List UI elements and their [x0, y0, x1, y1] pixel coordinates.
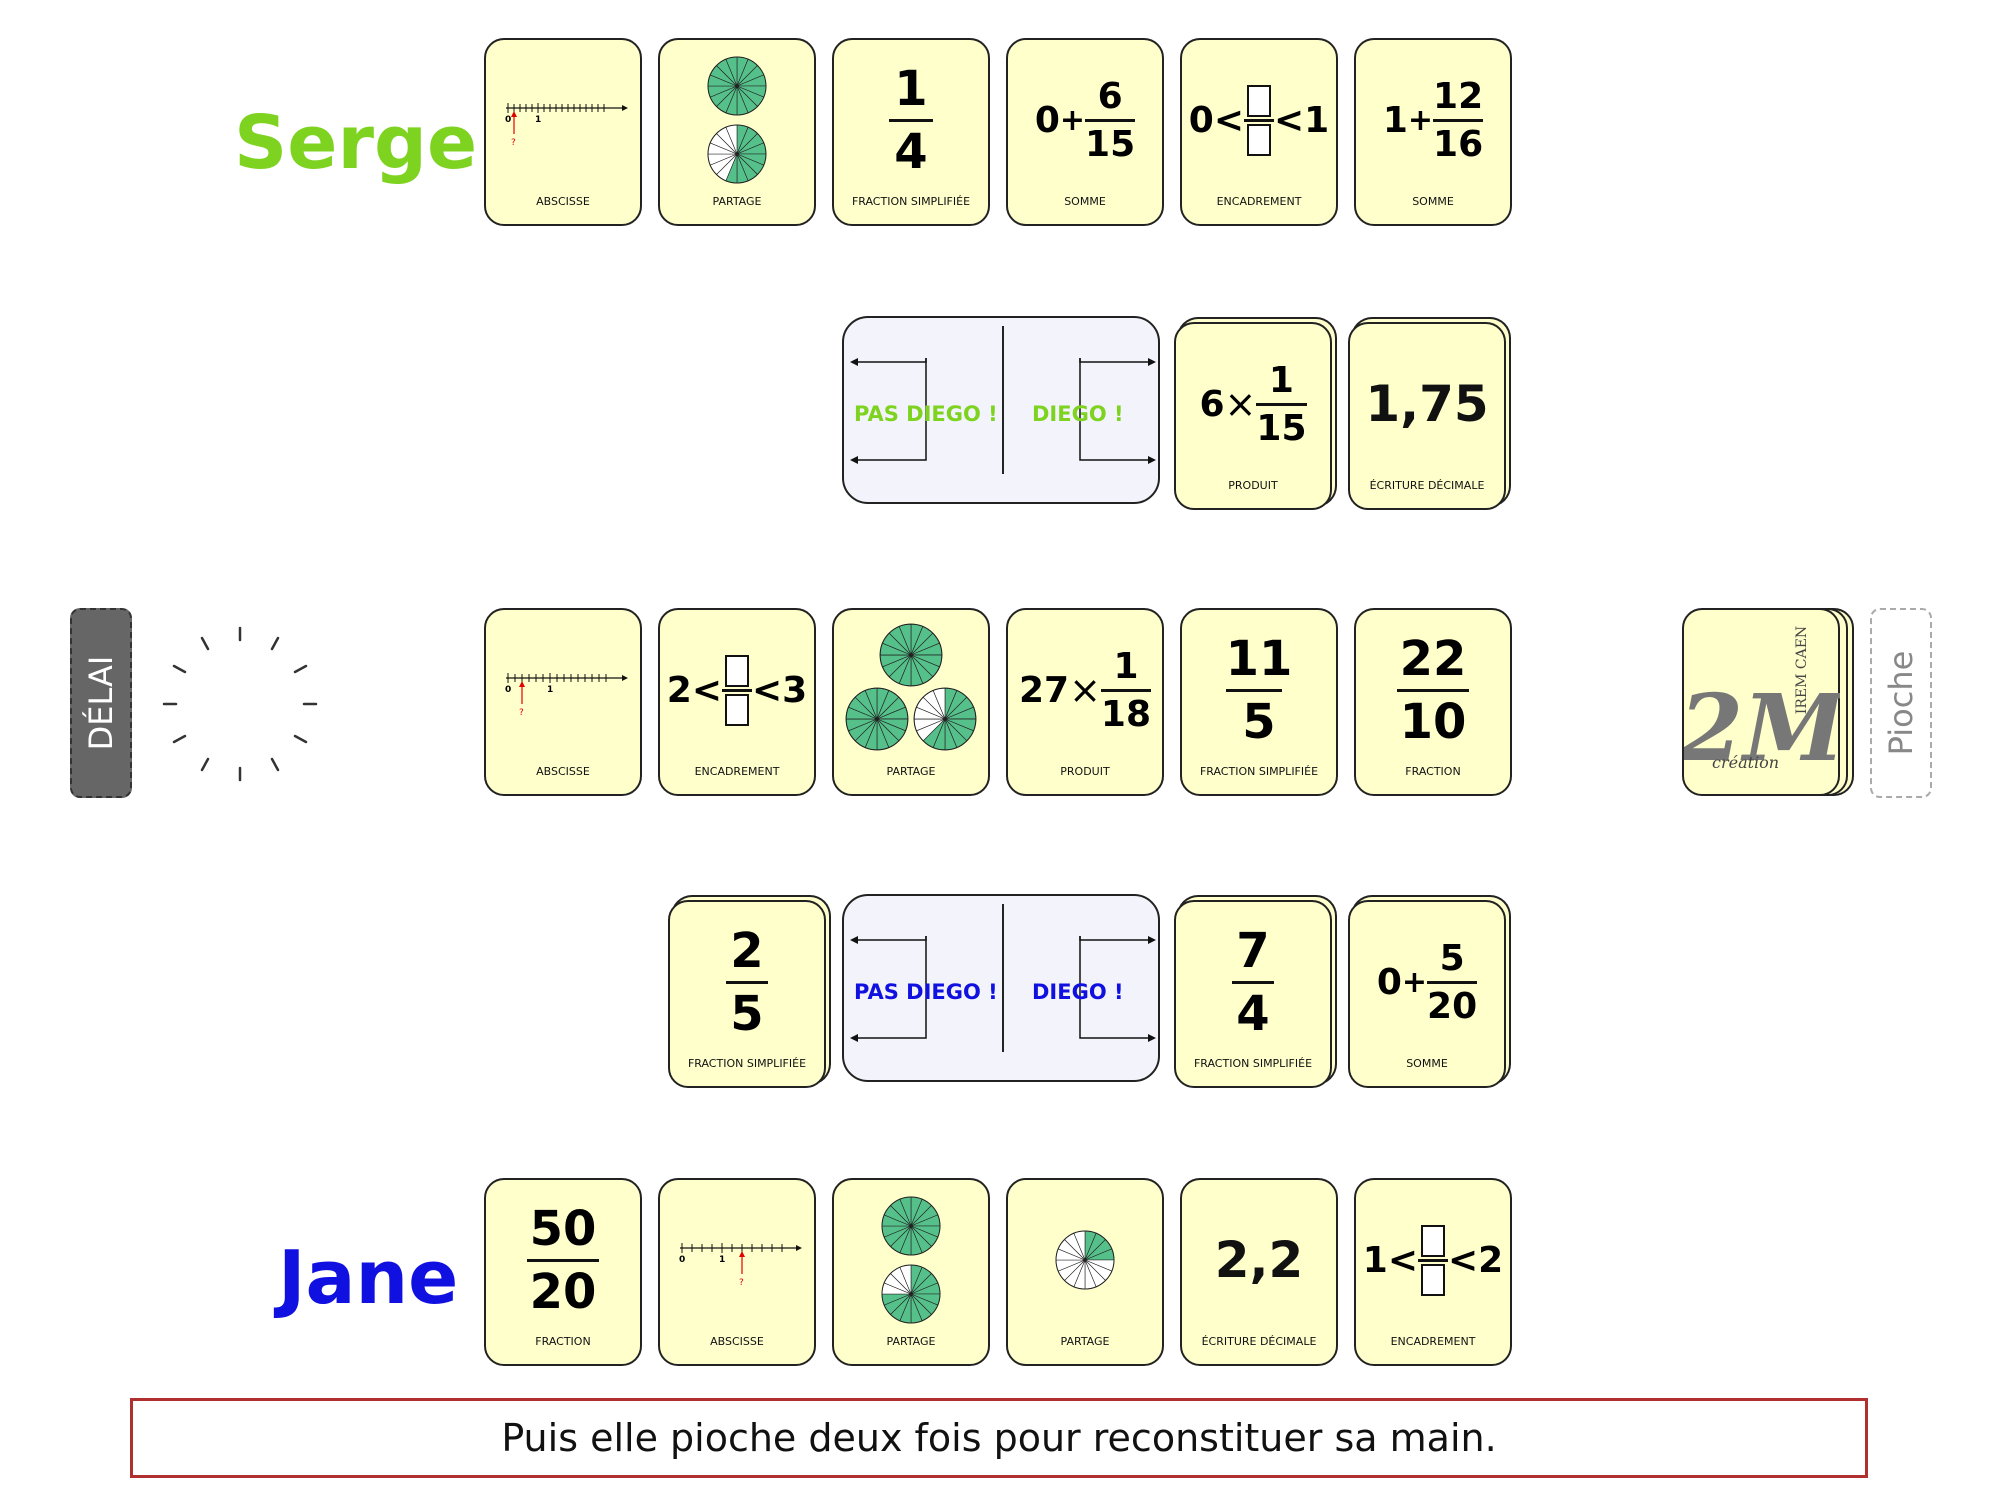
card-label: ÉCRITURE DÉCIMALE — [1369, 479, 1485, 492]
card-label: FRACTION SIMPLIFIÉE — [1193, 1057, 1313, 1070]
card-label: ABSCISSE — [536, 765, 590, 778]
center-card-abscisse[interactable]: 0 1 ? ABSCISSE — [484, 608, 642, 796]
card-label: ENCADREMENT — [1216, 195, 1302, 208]
svg-text:?: ? — [739, 1278, 744, 1288]
serge-card-abscisse[interactable]: 0 1 ? ABSCISSE — [484, 38, 642, 226]
draw-deck[interactable]: 2M IREM CAEN création — [1682, 608, 1840, 796]
pas-diego-label: PAS DIEGO ! — [854, 402, 998, 426]
diego-label: DIEGO ! — [1032, 980, 1124, 1004]
delay-button[interactable]: DÉLAI — [70, 608, 132, 798]
number-line-icon: 0 1 ? — [505, 673, 628, 718]
serge-diego-zone[interactable]: PAS DIEGO ! DIEGO ! — [842, 316, 1160, 504]
jane-card-partage-2[interactable]: PARTAGE — [1006, 1178, 1164, 1366]
pie-wheel-icon — [881, 1264, 941, 1324]
svg-text:1: 1 — [719, 1255, 725, 1265]
card-label: PARTAGE — [886, 765, 936, 778]
card-label: ABSCISSE — [536, 195, 590, 208]
number-line-icon: 0 1 ? — [679, 1243, 802, 1288]
card-label: FRACTION — [1405, 765, 1461, 778]
card-label: FRACTION SIMPLIFIÉE — [1199, 765, 1319, 778]
svg-text:0: 0 — [505, 115, 511, 125]
pioche-button[interactable]: Pioche — [1870, 608, 1932, 798]
pie-wheel-icon — [707, 56, 767, 116]
player-name-serge: Serge — [234, 100, 478, 186]
jane-card-partage[interactable]: PARTAGE — [832, 1178, 990, 1366]
pie-wheel-icon — [881, 1196, 941, 1256]
jane-diego-zone[interactable]: PAS DIEGO ! DIEGO ! — [842, 894, 1160, 1082]
svg-text:?: ? — [511, 138, 516, 148]
serge-card-partage[interactable]: PARTAGE — [658, 38, 816, 226]
diego-arrows-icon — [850, 358, 1156, 464]
svg-text:0: 0 — [679, 1255, 685, 1265]
card-label: FRACTION SIMPLIFIÉE — [687, 1057, 807, 1070]
card-label: PARTAGE — [712, 195, 762, 208]
center-card-partage[interactable]: PARTAGE — [832, 608, 990, 796]
card-label: PRODUIT — [1228, 479, 1278, 492]
svg-text:1: 1 — [547, 685, 553, 695]
svg-text:1: 1 — [535, 115, 541, 125]
svg-text:0: 0 — [505, 685, 511, 695]
pie-wheel-icon — [707, 124, 767, 184]
jane-card-abscisse[interactable]: 0 1 ? ABSCISSE — [658, 1178, 816, 1366]
player-name-jane: Jane — [278, 1235, 459, 1321]
svg-text:2M: 2M — [1684, 674, 1840, 782]
serge-card-encadrement[interactable]: 0< <1 ENCADREMENT — [1180, 38, 1338, 226]
diego-arrows-icon — [850, 936, 1156, 1042]
irem-logo-icon: 2M IREM CAEN création — [1684, 626, 1840, 782]
card-label: ENCADREMENT — [1390, 1335, 1476, 1348]
card-label: SOMME — [1406, 1057, 1448, 1070]
pie-wheel-icon — [879, 623, 943, 687]
card-label: PARTAGE — [886, 1335, 936, 1348]
card-label: ÉCRITURE DÉCIMALE — [1201, 1335, 1317, 1348]
card-label: PARTAGE — [1060, 1335, 1110, 1348]
timer-icon — [162, 626, 318, 782]
serge-pile-decimal[interactable]: 1,75 ÉCRITURE DÉCIMALE — [1348, 322, 1506, 510]
pas-diego-label: PAS DIEGO ! — [854, 980, 998, 1004]
svg-text:création: création — [1712, 753, 1779, 772]
number-line-icon: 0 1 ? — [505, 103, 628, 148]
card-label: FRACTION SIMPLIFIÉE — [851, 195, 971, 208]
card-label: SOMME — [1064, 195, 1106, 208]
center-card-encadrement[interactable]: 2< <3 ENCADREMENT — [658, 608, 816, 796]
card-label: ABSCISSE — [710, 1335, 764, 1348]
jane-card-decimal[interactable]: 2,2 ÉCRITURE DÉCIMALE — [1180, 1178, 1338, 1366]
diego-label: DIEGO ! — [1032, 402, 1124, 426]
card-label: ENCADREMENT — [694, 765, 780, 778]
jane-card-encadrement[interactable]: 1< <2 ENCADREMENT — [1354, 1178, 1512, 1366]
svg-text:IREM CAEN: IREM CAEN — [1794, 626, 1810, 714]
card-label: SOMME — [1412, 195, 1454, 208]
pie-wheel-icon — [1055, 1230, 1115, 1290]
svg-text:?: ? — [519, 708, 524, 718]
card-label: FRACTION — [535, 1335, 591, 1348]
pie-wheel-icon — [913, 687, 977, 751]
pie-wheel-icon — [845, 687, 909, 751]
card-label: PRODUIT — [1060, 765, 1110, 778]
instruction-message: Puis elle pioche deux fois pour reconsti… — [130, 1398, 1868, 1478]
